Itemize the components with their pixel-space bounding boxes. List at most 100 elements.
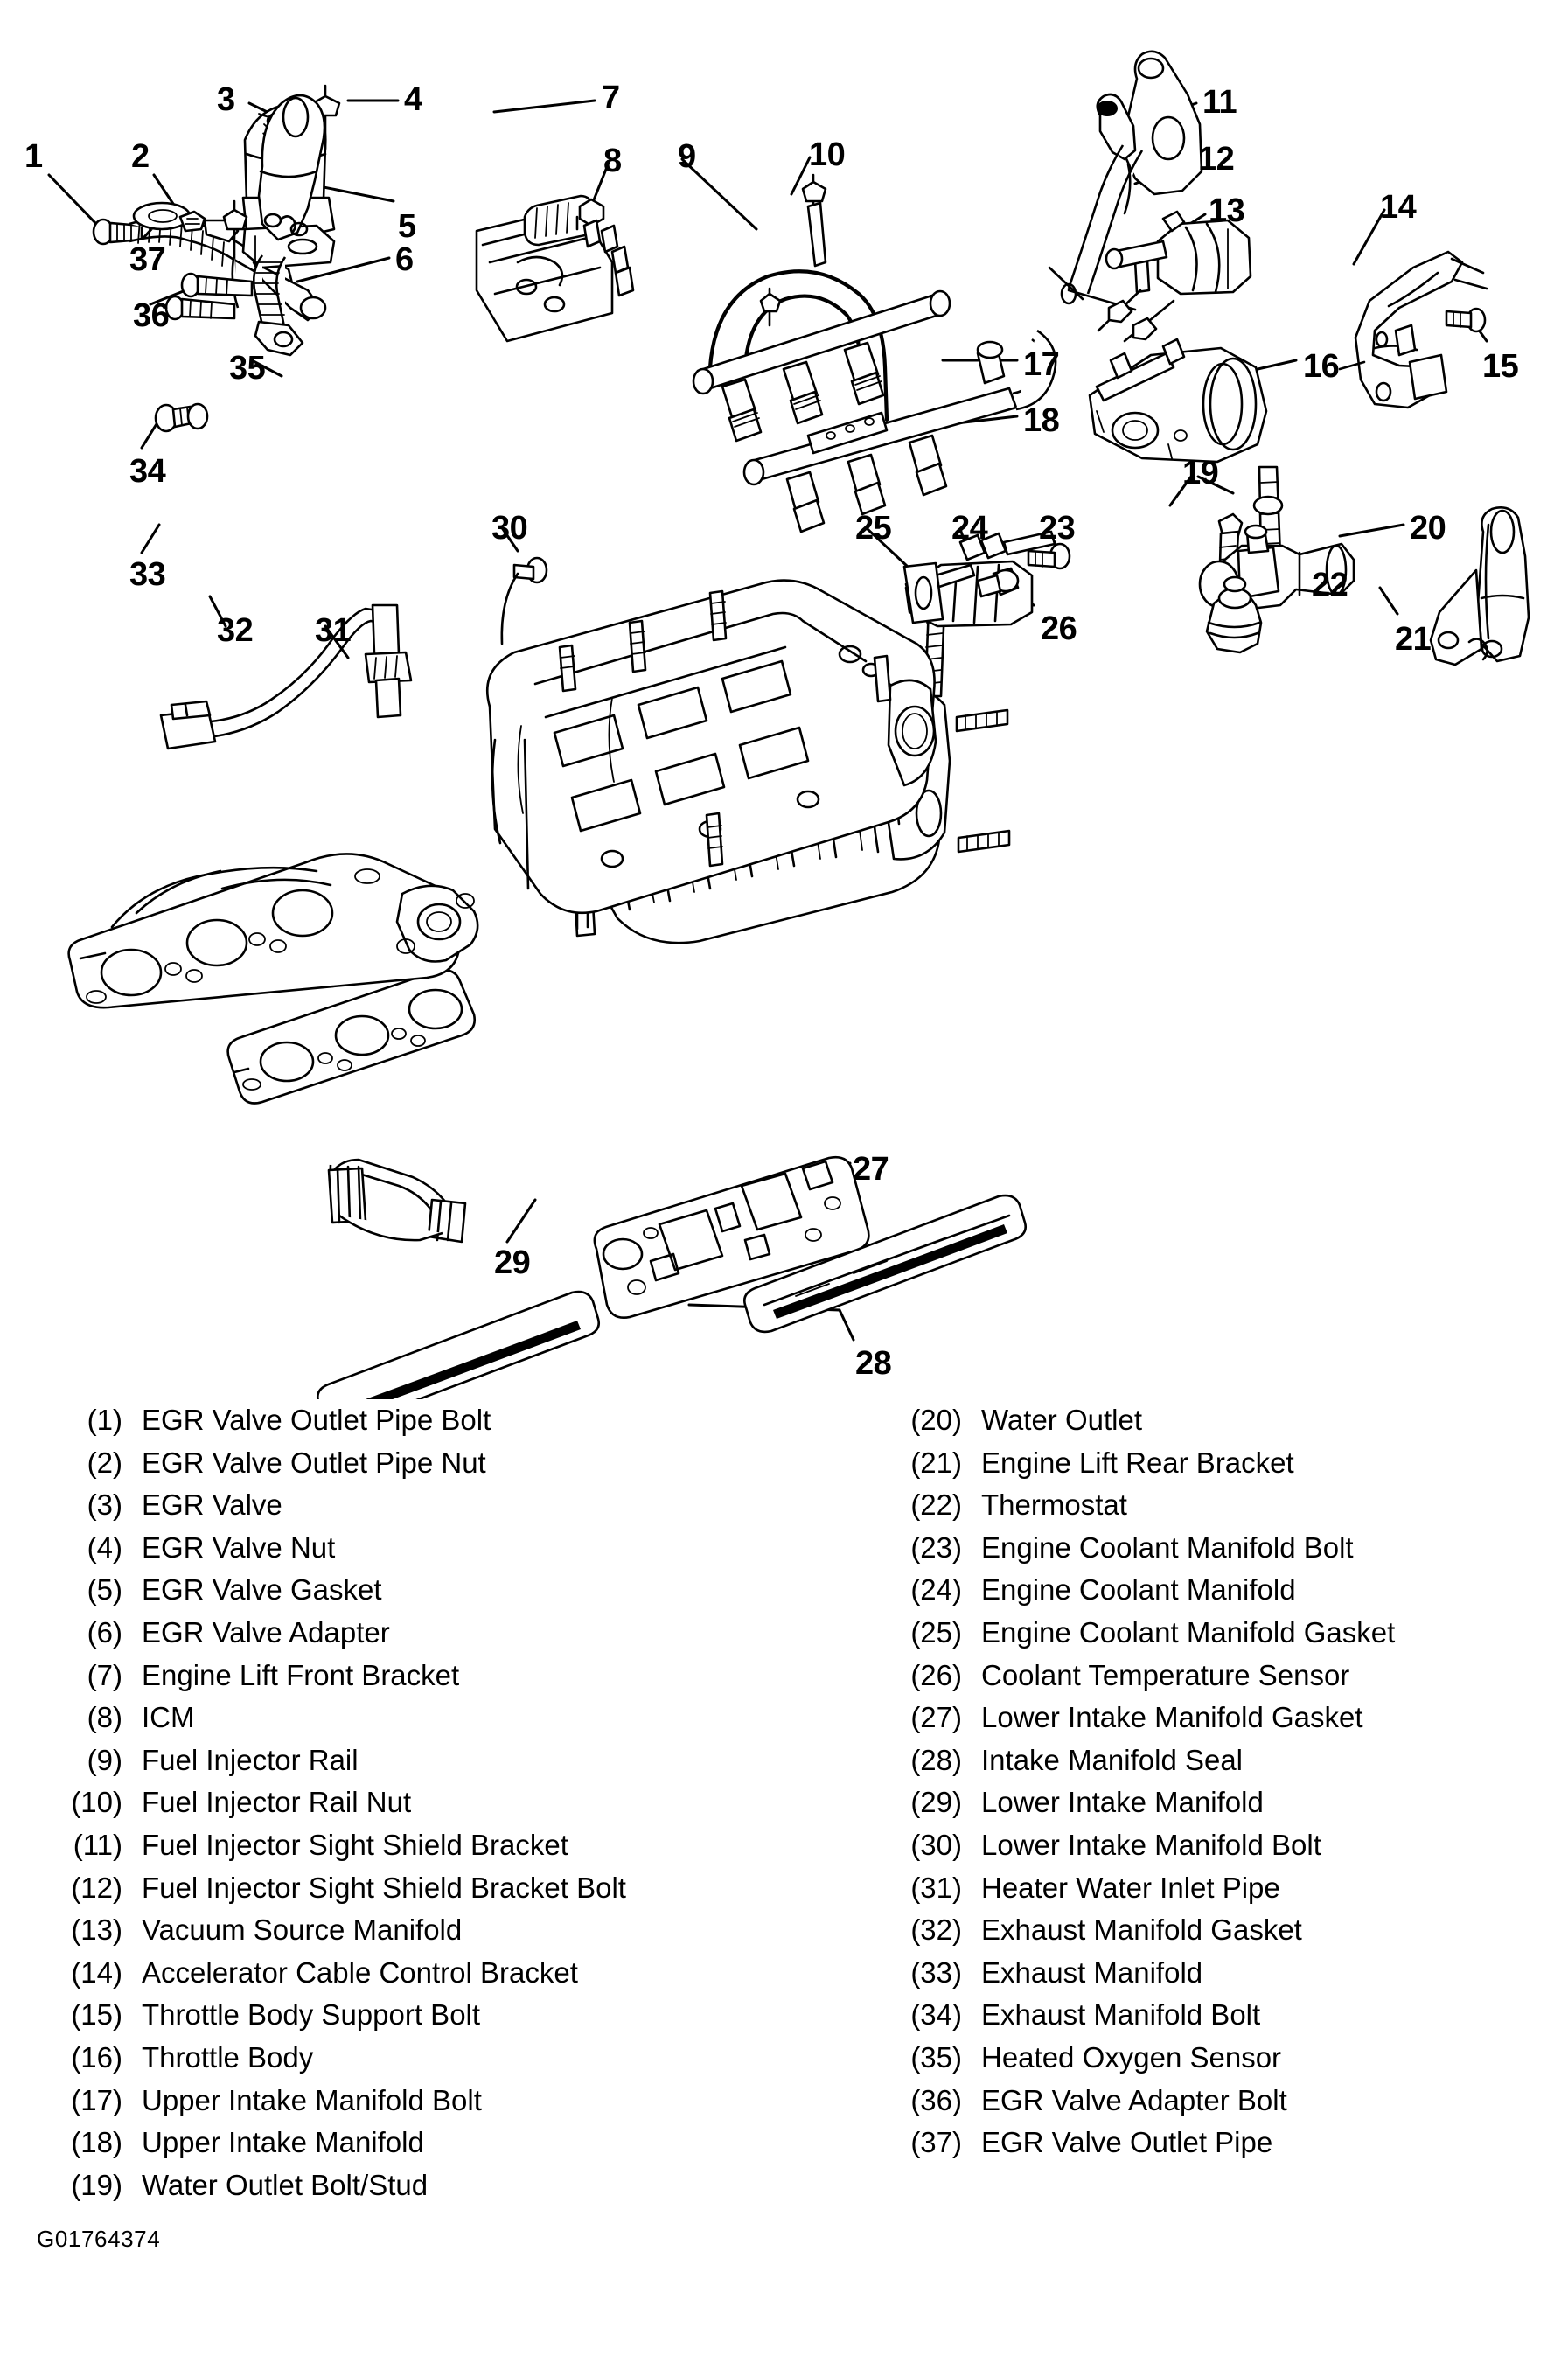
callout-6: 6 — [395, 241, 414, 278]
legend-item: (1) EGR Valve Outlet Pipe Bolt — [35, 1399, 805, 1442]
legend-label: Upper Intake Manifold Bolt — [142, 2083, 482, 2116]
legend-label: Fuel Injector Sight Shield Bracket — [142, 1828, 568, 1861]
callout-33: 33 — [129, 556, 166, 593]
callout-35: 35 — [229, 350, 266, 387]
legend-number: (30) — [910, 1828, 962, 1861]
legend-number: (9) — [87, 1743, 122, 1776]
legend-item: (15)Throttle Body Support Bolt — [35, 1994, 805, 2037]
legend-label: EGR Valve Adapter Bolt — [981, 2083, 1287, 2116]
part-lower-intake-manifold — [485, 579, 937, 915]
legend-label: EGR Valve Gasket — [142, 1573, 382, 1607]
exploded-diagram: 1 2 3 4 5 6 7 8 9 10 11 12 13 14 15 16 1… — [24, 50, 1530, 1399]
part-throttle-body-support-bolt — [1445, 307, 1487, 333]
legend-item: (2)EGR Valve Outlet Pipe Nut — [35, 1442, 805, 1485]
callout-26: 26 — [1041, 610, 1077, 647]
legend-number: (23) — [910, 1530, 962, 1564]
legend-item: (19)Water Outlet Bolt/Stud — [35, 2164, 805, 2207]
part-icm — [475, 194, 635, 343]
part-exhaust-manifold — [67, 853, 479, 1009]
legend-number: (7) — [87, 1658, 122, 1691]
legend-number: (19) — [71, 2168, 122, 2201]
callout-23: 23 — [1039, 510, 1076, 547]
callout-11: 11 — [1202, 84, 1237, 121]
callout-31: 31 — [315, 612, 352, 649]
legend-number: (34) — [910, 1998, 962, 2032]
diagram-drawing — [47, 50, 1530, 1399]
legend-item: (18)Upper Intake Manifold — [35, 2122, 805, 2164]
part-egr-valve-adapter-bolt — [164, 272, 254, 321]
legend-number: (18) — [71, 2126, 122, 2159]
callout-37: 37 — [129, 241, 166, 278]
callout-14: 14 — [1380, 189, 1417, 226]
legend-number: (37) — [910, 2126, 962, 2159]
callout-17: 17 — [1023, 346, 1060, 383]
callout-20: 20 — [1410, 510, 1446, 547]
legend-label: Heated Oxygen Sensor — [981, 2040, 1282, 2074]
legend-label: Lower Intake Manifold Gasket — [981, 1701, 1363, 1734]
callout-21: 21 — [1395, 621, 1432, 658]
legend-label: Fuel Injector Rail — [142, 1743, 359, 1776]
part-upper-manifold-studs — [955, 708, 1011, 854]
legend-number: (11) — [73, 1828, 122, 1861]
legend-label: Engine Lift Rear Bracket — [981, 1446, 1294, 1479]
legend-item: (21) Engine Lift Rear Bracket — [875, 1442, 1565, 1485]
legend-number: (10) — [71, 1786, 122, 1819]
legend-item: (9) Fuel Injector Rail — [35, 1739, 805, 1782]
callout-10: 10 — [809, 136, 846, 173]
legend-column-right: (20)Water Outlet (21)Engine Lift Rear Br… — [875, 1399, 1565, 2164]
legend-item: (13)Vacuum Source Manifold — [35, 1909, 805, 1952]
legend-item: (29)Lower Intake Manifold — [875, 1781, 1565, 1824]
part-vacuum-source-manifold — [1105, 210, 1252, 296]
callout-18: 18 — [1023, 402, 1060, 439]
part-intake-manifold-seal — [317, 1194, 1027, 1399]
legend-label: Accelerator Cable Control Bracket — [142, 1955, 578, 1989]
part-egr-outlet-pipe-nut — [178, 210, 240, 243]
legend-number: (15) — [71, 1998, 122, 2032]
legend-item: (24)Engine Coolant Manifold — [875, 1569, 1565, 1612]
legend-item: (32)Exhaust Manifold Gasket — [875, 1909, 1565, 1952]
legend-item: (25)Engine Coolant Manifold Gasket — [875, 1612, 1565, 1655]
part-heater-water-inlet-pipe — [327, 1158, 467, 1244]
legend-number: (21) — [910, 1446, 962, 1479]
legend-number: (33) — [910, 1955, 962, 1989]
callout-24: 24 — [951, 510, 988, 547]
legend-label: Engine Coolant Manifold Bolt — [981, 1530, 1354, 1564]
legend-number: (17) — [71, 2083, 122, 2116]
legend-item: (30)Lower Intake Manifold Bolt — [875, 1824, 1565, 1867]
legend-number: (1) — [87, 1404, 122, 1436]
legend-item: (3)EGR Valve — [35, 1484, 805, 1527]
part-egr-valve-adapter — [231, 253, 304, 357]
part-fuel-injector-rail — [692, 269, 1057, 533]
legend-number: (26) — [910, 1658, 962, 1691]
legend-number: (12) — [71, 1871, 122, 1904]
legend-item: (16)Throttle Body — [35, 2037, 805, 2080]
callout-8: 8 — [603, 143, 622, 179]
legend-label: Water Outlet — [981, 1404, 1142, 1436]
legend-item: (8)ICM — [35, 1697, 805, 1739]
legend-item: (4)EGR Valve Nut — [35, 1527, 805, 1570]
figure-id: G01764374 — [37, 2226, 161, 2252]
callout-2: 2 — [131, 138, 150, 175]
part-engine-lift-rear-bracket — [1429, 506, 1530, 666]
part-fuel-injector-rail-nut — [801, 173, 827, 268]
callout-7: 7 — [602, 80, 620, 116]
callout-1: 1 — [24, 138, 43, 175]
callout-4: 4 — [404, 81, 422, 118]
callout-9: 9 — [678, 138, 696, 175]
part-engine-lift-front-bracket — [257, 94, 326, 241]
legend-item: (6)EGR Valve Adapter — [35, 1612, 805, 1655]
legend-number: (22) — [910, 1488, 962, 1522]
callout-29: 29 — [494, 1244, 531, 1281]
legend-number: (32) — [910, 1913, 962, 1947]
part-thermostat — [1205, 575, 1263, 654]
part-egr-valve-gasket — [241, 224, 336, 269]
legend-number: (27) — [910, 1701, 962, 1734]
legend-label: Fuel Injector Rail Nut — [142, 1786, 412, 1819]
legend-label: Engine Coolant Manifold — [981, 1573, 1296, 1607]
callout-16: 16 — [1303, 348, 1340, 385]
callout-22: 22 — [1312, 567, 1348, 603]
legend-number: (35) — [910, 2040, 962, 2074]
legend-label: EGR Valve Outlet Pipe Bolt — [142, 1404, 491, 1436]
legend-item: (10) Fuel Injector Rail Nut — [35, 1781, 805, 1824]
